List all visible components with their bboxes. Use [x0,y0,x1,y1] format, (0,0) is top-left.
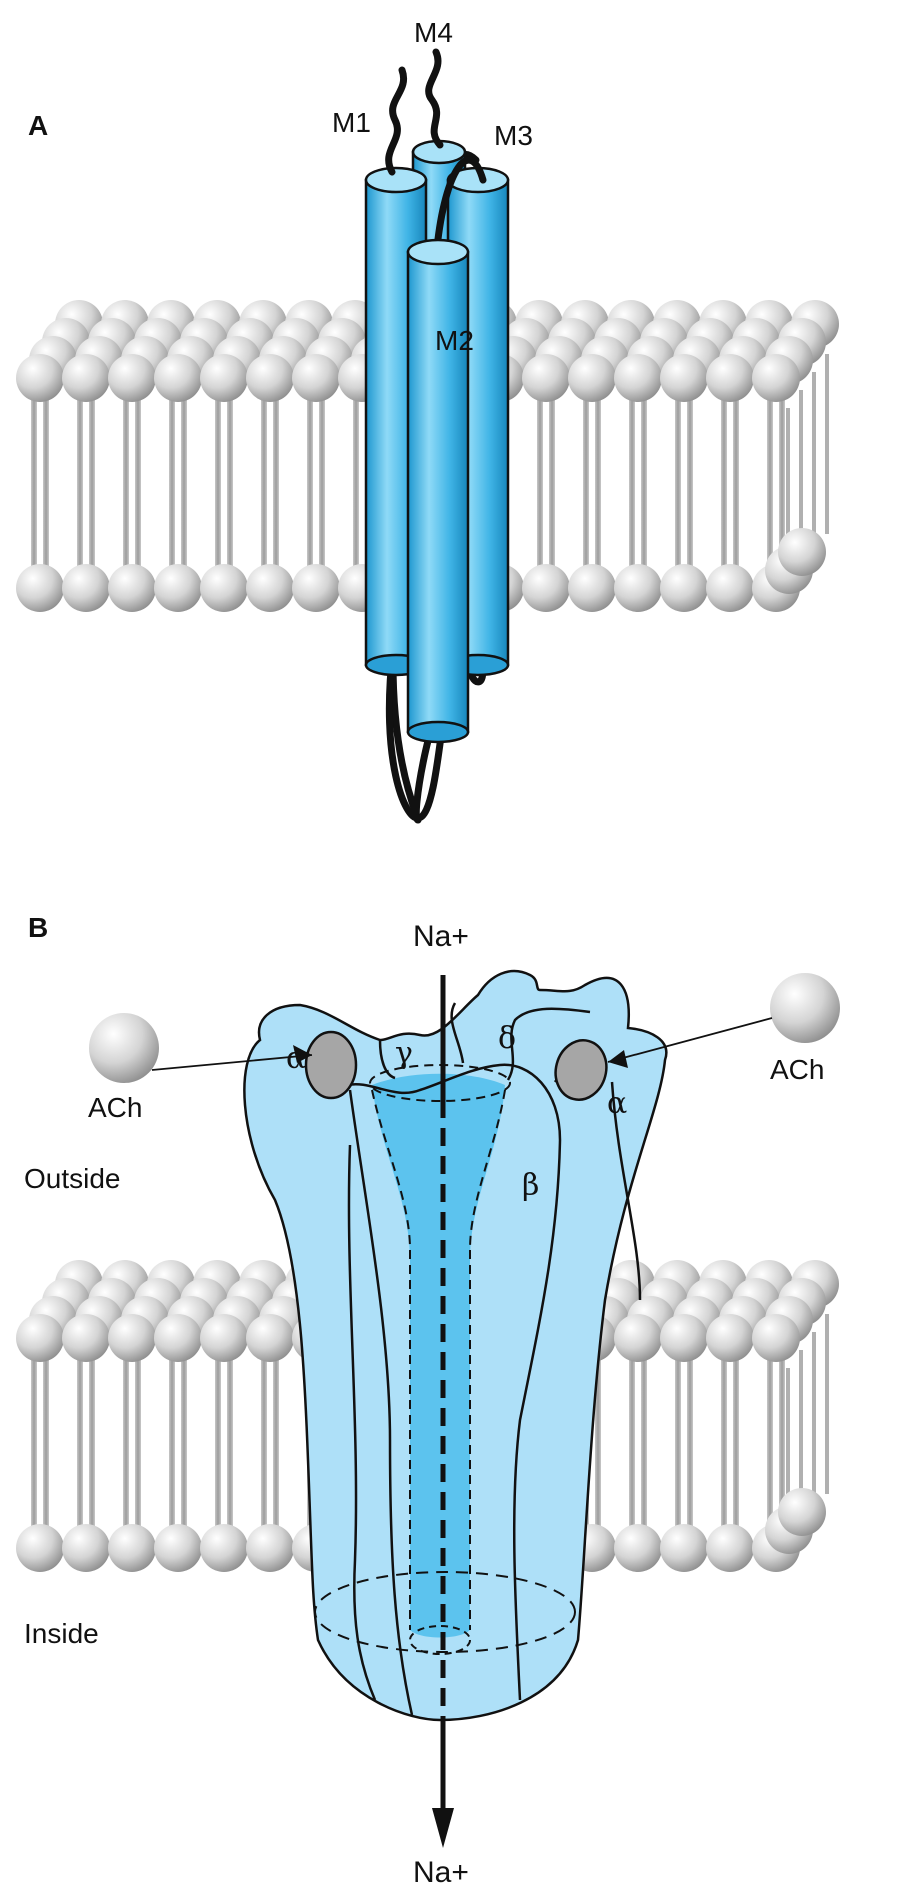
ion-label-top: Na+ [413,920,469,953]
helix-labels: M1 M4 M3 M2 [332,17,533,356]
ach-label-left: ACh [88,1092,142,1123]
helix-label-m2: M2 [435,325,474,356]
receptor-channel [243,969,668,1722]
panel-a: A [16,17,839,824]
subunit-delta: δ [498,1021,516,1056]
transmembrane-helices [364,139,510,744]
subunit-alpha-right: α [607,1086,627,1121]
ach-ligand-left [89,1013,159,1083]
subunit-gamma: γ [395,1036,413,1071]
panel-b: B [16,912,840,1889]
subunit-beta: β [522,1168,539,1203]
ach-ligands [89,973,840,1083]
receptor-pore [372,1073,505,1638]
ach-ligand-right [770,973,840,1043]
ion-label-bottom: Na+ [413,1856,469,1889]
subunit-alpha-left: α [286,1041,306,1076]
panel-b-labels: Na+ Na+ ACh ACh Outside Inside α γ δ α β [24,920,824,1889]
inside-label: Inside [24,1618,99,1649]
helix-label-m1: M1 [332,107,371,138]
panel-b-label: B [28,912,48,943]
helix-tails [385,48,444,176]
panel-a-label: A [28,110,48,141]
ach-binding-site-right [554,1039,608,1101]
helix-label-m3: M3 [494,120,533,151]
ion-flow-arrow [432,975,454,1848]
helix-label-m4: M4 [414,17,453,48]
outside-label: Outside [24,1163,121,1194]
ach-binding-site-left [304,1030,358,1100]
ach-label-right: ACh [770,1054,824,1085]
